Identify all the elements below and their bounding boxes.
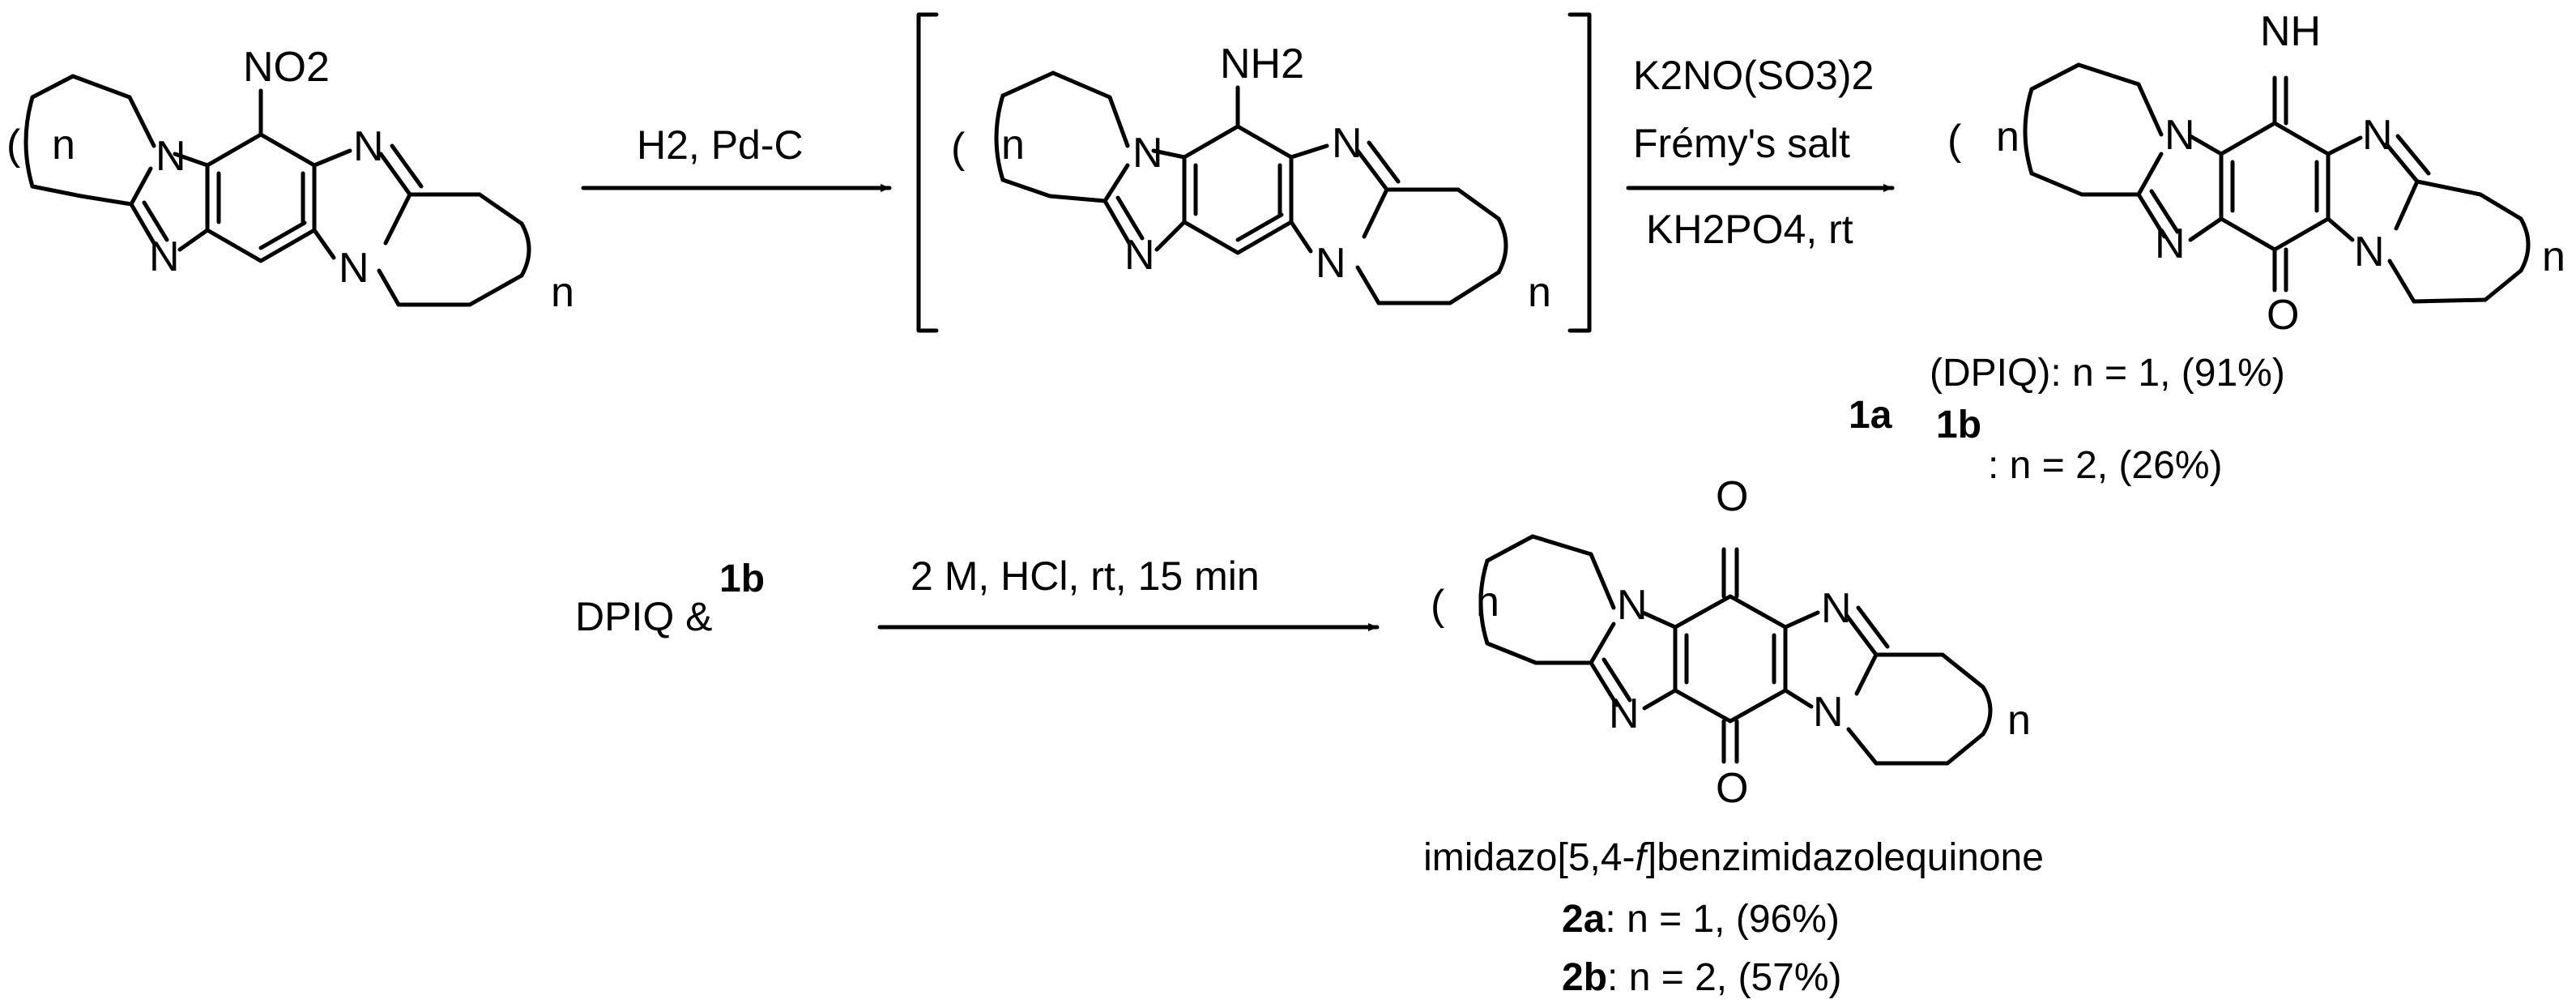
compound-1b-description: : n = 2, (26%) bbox=[1988, 444, 2222, 487]
product2-labels: imidazo[5,4-f]benzimidazolequinone 2a: n… bbox=[1423, 836, 2044, 999]
atom-n: N bbox=[1813, 689, 1844, 736]
nitro-starting-material: ( n n NO2 N N N N bbox=[6, 44, 574, 316]
compound-label-1b: 1b bbox=[1936, 404, 1981, 446]
ring-size-index: n bbox=[1001, 122, 1025, 169]
atom-n: N bbox=[1132, 130, 1163, 177]
compound-1a-description: (DPIQ): n = 1, (91%) bbox=[1930, 352, 2285, 395]
atom-n: N bbox=[2362, 112, 2393, 159]
atom-n: N bbox=[1124, 232, 1155, 279]
ring-size-index: n bbox=[2542, 233, 2565, 280]
step3-reagent: 2 M, HCl, rt, 15 min bbox=[911, 553, 1260, 599]
quinone-imine-product: NH O ( n n N N N N bbox=[1947, 8, 2565, 339]
atom-n: N bbox=[1609, 690, 1640, 737]
atom-n: N bbox=[353, 123, 384, 170]
compound-label-2a: 2a bbox=[1562, 898, 1606, 941]
compound-2a-description: 2a: n = 1, (96%) bbox=[1562, 898, 1840, 941]
ring-size-index: n bbox=[2007, 697, 2031, 744]
step2-reagent-line3: KH2PO4, rt bbox=[1646, 207, 1853, 252]
ring-size-paren-left: ( bbox=[6, 122, 21, 169]
amine-intermediate: ( n n NH2 N N N N bbox=[916, 12, 1592, 333]
step3-reactant-text: DPIQ & bbox=[575, 594, 712, 639]
quinone-product: O O ( n n N N N N bbox=[1431, 473, 2031, 812]
step3-reactant-bold: 1b bbox=[719, 557, 765, 600]
atom-n: N bbox=[1316, 240, 1346, 287]
carbonyl-oxygen: O bbox=[1716, 473, 1748, 520]
atom-n: N bbox=[2155, 220, 2186, 267]
atom-n: N bbox=[1617, 582, 1648, 629]
product2-name: imidazo[5,4-f]benzimidazolequinone bbox=[1423, 836, 2044, 879]
ring-size-paren-left: ( bbox=[951, 125, 966, 172]
ring-size-index: n bbox=[1528, 269, 1551, 316]
compound-label-1a: 1a bbox=[1849, 394, 1892, 437]
reaction-arrow-2: K2NO(SO3)2 Frémy's salt KH2PO4, rt bbox=[1626, 53, 1895, 252]
product1-labels: 1a (DPIQ): n = 1, (91%) 1b : n = 2, (26%… bbox=[1849, 352, 2285, 487]
atom-n: N bbox=[2164, 112, 2195, 159]
ring-size-index: n bbox=[551, 269, 574, 316]
ring-size-index: n bbox=[1996, 113, 2019, 160]
step2-reagent-line1: K2NO(SO3)2 bbox=[1633, 53, 1874, 98]
amino-group-label: NH2 bbox=[1220, 41, 1304, 88]
reaction-arrow-3: 2 M, HCl, rt, 15 min bbox=[877, 553, 1380, 631]
ring-size-paren-left: ( bbox=[1431, 582, 1445, 629]
carbonyl-oxygen: O bbox=[2267, 292, 2299, 339]
atom-n: N bbox=[149, 233, 180, 280]
nitro-group-label: NO2 bbox=[243, 44, 330, 91]
step3-reactants: DPIQ & 1b bbox=[575, 557, 765, 639]
atom-n: N bbox=[339, 245, 369, 292]
compound-label-2b: 2b bbox=[1562, 956, 1607, 999]
carbonyl-oxygen: O bbox=[1716, 765, 1748, 812]
imine-group-label: NH bbox=[2260, 8, 2321, 55]
step1-reagent: H2, Pd-C bbox=[637, 122, 804, 168]
compound-2b-description: 2b: n = 2, (57%) bbox=[1562, 956, 1842, 999]
ring-size-paren-left: ( bbox=[1947, 117, 1962, 164]
ring-size-index: n bbox=[1476, 579, 1499, 626]
ring-size-index: n bbox=[52, 122, 75, 169]
atom-n: N bbox=[156, 133, 186, 180]
step2-reagent-line2: Frémy's salt bbox=[1633, 121, 1850, 166]
atom-n: N bbox=[1821, 585, 1852, 632]
reaction-arrow-1: H2, Pd-C bbox=[581, 122, 892, 192]
atom-n: N bbox=[2354, 229, 2385, 275]
atom-n: N bbox=[1332, 120, 1363, 167]
